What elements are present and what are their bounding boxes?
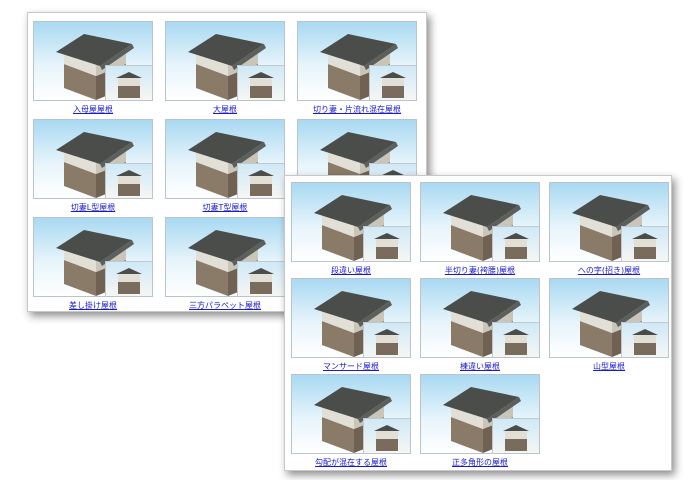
roof-type-item[interactable]: 勾配が混在する屋根 xyxy=(291,374,411,468)
elevation-inset xyxy=(621,226,668,261)
house-illustration xyxy=(320,34,398,100)
house-illustration xyxy=(56,230,134,296)
roof-type-link[interactable]: 三方パラペット屋根 xyxy=(189,301,261,310)
roof-thumbnail[interactable] xyxy=(549,182,669,262)
roof-type-link[interactable]: 山型屋根 xyxy=(593,362,625,371)
roof-thumbnail[interactable] xyxy=(33,217,153,297)
roof-thumbnail[interactable] xyxy=(549,278,669,358)
elevation-inset xyxy=(492,226,539,261)
elevation-inset xyxy=(237,163,284,198)
roof-type-item[interactable]: 棟違い屋根 xyxy=(420,278,540,372)
roof-thumbnail[interactable] xyxy=(420,182,540,262)
roof-type-item[interactable]: 大屋根 xyxy=(165,21,285,115)
roof-type-item[interactable]: 半切り妻(袴腰)屋根 xyxy=(420,182,540,276)
roof-type-link[interactable]: 勾配が混在する屋根 xyxy=(315,458,387,467)
roof-type-link[interactable]: への字(招き)屋根 xyxy=(577,266,641,275)
elevation-inset xyxy=(363,418,410,453)
roof-type-item[interactable]: への字(招き)屋根 xyxy=(549,182,669,276)
elevation-inset xyxy=(363,322,410,357)
roof-thumbnail[interactable] xyxy=(420,278,540,358)
roof-type-link[interactable]: 切妻L型屋根 xyxy=(70,203,116,212)
roof-type-item[interactable]: 段違い屋根 xyxy=(291,182,411,276)
roof-thumbnail[interactable] xyxy=(420,374,540,454)
roof-thumbnail[interactable] xyxy=(297,21,417,101)
roof-type-item[interactable]: 差し掛け屋根 xyxy=(33,217,153,311)
roof-type-link[interactable]: 正多角形の屋根 xyxy=(452,458,508,467)
elevation-inset xyxy=(237,261,284,296)
roof-type-item[interactable]: マンサード屋根 xyxy=(291,278,411,372)
roof-type-link[interactable]: マンサード屋根 xyxy=(323,362,379,371)
elevation-inset xyxy=(237,65,284,100)
roof-type-link[interactable]: 棟違い屋根 xyxy=(460,362,500,371)
roof-thumbnail[interactable] xyxy=(33,21,153,101)
roof-type-item[interactable]: 切り妻・片流れ混在屋根 xyxy=(297,21,417,115)
roof-type-link[interactable]: 大屋根 xyxy=(213,105,237,114)
elevation-inset xyxy=(492,322,539,357)
elevation-inset xyxy=(105,163,152,198)
roof-thumbnail[interactable] xyxy=(291,278,411,358)
roof-thumbnail[interactable] xyxy=(165,217,285,297)
elevation-inset xyxy=(363,226,410,261)
elevation-inset xyxy=(369,65,416,100)
roof-type-item[interactable]: 正多角形の屋根 xyxy=(420,374,540,468)
roof-thumbnail[interactable] xyxy=(165,21,285,101)
roof-type-item[interactable]: 入母屋屋根 xyxy=(33,21,153,115)
roof-type-link[interactable]: 段違い屋根 xyxy=(331,266,371,275)
roof-type-item[interactable]: 切妻L型屋根 xyxy=(33,119,153,213)
roof-gallery-back-panel: 入母屋屋根 大屋根 切り妻・片流れ混在屋根切妻L型屋根 切妻T型屋根差し掛け屋根 三方パ… xyxy=(27,12,427,312)
elevation-inset xyxy=(105,65,152,100)
roof-type-item[interactable]: 三方パラペット屋根 xyxy=(165,217,285,311)
roof-gallery-front-panel: 段違い屋根 半切り妻(袴腰)屋根 への字(招き)屋根マンサード屋根 棟違い屋根 山型屋根… xyxy=(284,175,672,471)
house-illustration xyxy=(572,195,650,261)
roof-thumbnail[interactable] xyxy=(291,374,411,454)
house-illustration xyxy=(188,132,266,198)
roof-type-item[interactable]: 山型屋根 xyxy=(549,278,669,372)
elevation-inset xyxy=(105,261,152,296)
roof-thumbnail[interactable] xyxy=(291,182,411,262)
house-illustration xyxy=(443,387,521,453)
roof-type-link[interactable]: 切妻T型屋根 xyxy=(202,203,248,212)
roof-type-link[interactable]: 差し掛け屋根 xyxy=(69,301,117,310)
roof-thumbnail[interactable] xyxy=(165,119,285,199)
roof-type-link[interactable]: 入母屋屋根 xyxy=(73,105,113,114)
roof-type-link[interactable]: 切り妻・片流れ混在屋根 xyxy=(313,105,401,114)
elevation-inset xyxy=(492,418,539,453)
roof-thumbnail[interactable] xyxy=(33,119,153,199)
roof-type-link[interactable]: 半切り妻(袴腰)屋根 xyxy=(444,266,516,275)
roof-type-item[interactable]: 切妻T型屋根 xyxy=(165,119,285,213)
elevation-inset xyxy=(621,322,668,357)
